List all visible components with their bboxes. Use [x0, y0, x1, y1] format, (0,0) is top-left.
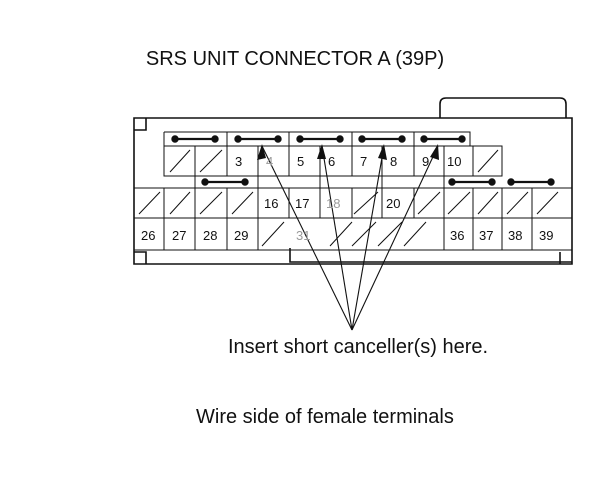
- blank-cavity-marks: [138, 149, 559, 247]
- terminal-38: 38: [508, 228, 522, 243]
- terminal-3: 3: [235, 154, 242, 169]
- pointer-arrowheads: [257, 144, 439, 160]
- terminal-28: 28: [203, 228, 217, 243]
- terminal-4: 4: [266, 154, 273, 169]
- terminal-5: 5: [297, 154, 304, 169]
- terminal-18: 18: [326, 196, 340, 211]
- connector-housing: [133, 97, 573, 265]
- terminal-labels: 3 4 5 6 7 8 9 10 16 17 18 20 26 27 28 29…: [141, 154, 553, 243]
- terminal-36: 36: [450, 228, 464, 243]
- terminal-9: 9: [422, 154, 429, 169]
- pointer-lines: [261, 145, 439, 331]
- terminal-29: 29: [234, 228, 248, 243]
- terminal-grid: [134, 131, 572, 251]
- wire-side-caption: Wire side of female terminals: [196, 406, 454, 428]
- terminal-10: 10: [447, 154, 461, 169]
- terminal-27: 27: [172, 228, 186, 243]
- terminal-39: 39: [539, 228, 553, 243]
- terminal-31: 31: [296, 228, 310, 243]
- terminal-20: 20: [386, 196, 400, 211]
- terminal-7: 7: [360, 154, 367, 169]
- short-bars: [171, 135, 555, 186]
- terminal-8: 8: [390, 154, 397, 169]
- terminal-37: 37: [479, 228, 493, 243]
- terminal-6: 6: [328, 154, 335, 169]
- terminal-16: 16: [264, 196, 278, 211]
- terminal-26: 26: [141, 228, 155, 243]
- short-canceller-note: Insert short canceller(s) here.: [228, 336, 489, 358]
- terminal-17: 17: [295, 196, 309, 211]
- diagram-title: SRS UNIT CONNECTOR A (39P): [145, 48, 445, 70]
